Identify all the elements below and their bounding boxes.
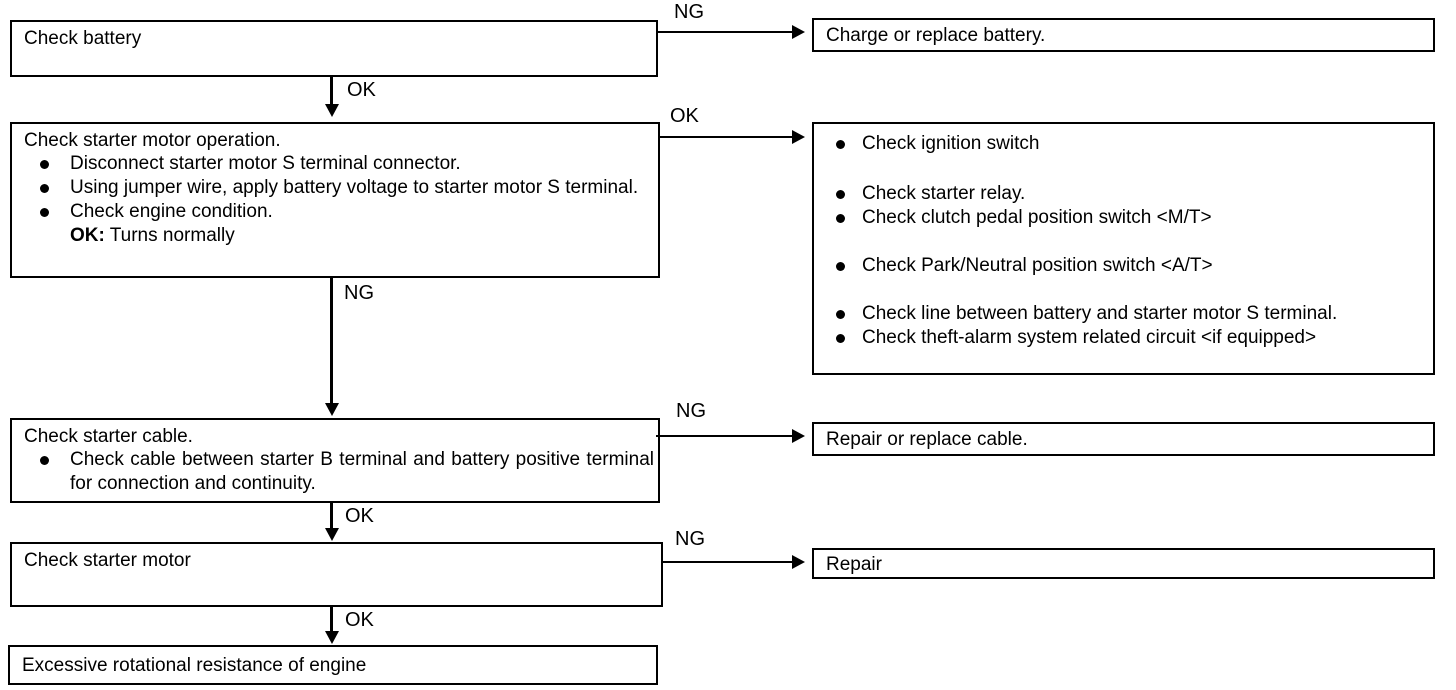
connector-label-ng: NG [676,400,706,422]
arrowhead-down-icon [325,631,339,644]
step-bullet-list: Disconnect starter motor S terminal conn… [12,152,658,224]
check-list-item: Check starter relay. [814,182,1433,206]
action-repair: Repair [812,548,1435,579]
arrowhead-right-icon [792,555,805,569]
step-check-battery: Check battery [10,20,658,77]
check-list-text: Check clutch pedal position switch <M/T> [862,207,1212,228]
bullet-text: Using jumper wire, apply battery voltage… [70,177,639,198]
step-check-starter-cable: Check starter cable. Check cable between… [10,418,660,503]
action-title: Repair or replace cable. [826,429,1028,450]
ok-result-line: OK: Turns normally [12,224,658,248]
action-title: Repair [826,554,882,575]
connector-battery-ok-line [330,77,333,106]
connector-battery-ng-line [656,31,793,33]
bullet-icon [836,214,845,223]
connector-cable-ng-line [656,435,793,437]
result-excessive-rotational-resistance: Excessive rotational resistance of engin… [8,645,658,685]
step-check-starter-motor: Check starter motor [10,542,663,607]
bullet-icon [836,262,845,271]
step-title: Check starter cable. [24,426,193,447]
bullet-text: Disconnect starter motor S terminal conn… [70,153,461,174]
check-list-item: Check Park/Neutral position switch <A/T> [814,254,1433,278]
step-bullet-list: Check cable between starter B terminal a… [12,448,658,496]
check-list-item: Check theft-alarm system related circuit… [814,326,1433,350]
bullet-icon [836,140,845,149]
arrowhead-right-icon [792,429,805,443]
action-repair-or-replace-cable: Repair or replace cable. [812,422,1435,456]
step-check-starter-motor-operation: Check starter motor operation. Disconnec… [10,122,660,278]
connector-label-ok: OK [670,105,699,127]
bullet-icon [40,456,49,465]
action-charge-or-replace-battery: Charge or replace battery. [812,18,1435,52]
connector-operation-ok-line [658,136,793,138]
ok-result-text: Turns normally [109,225,235,246]
connector-motor-ng-line [661,561,793,563]
bullet-text: Check cable between starter B terminal a… [70,449,654,494]
arrowhead-right-icon [792,25,805,39]
bullet-icon [836,310,845,319]
connector-operation-ng-line [330,278,333,404]
connector-label-ok: OK [345,505,374,527]
connector-label-ok: OK [347,79,376,101]
bullet-icon [40,208,49,217]
check-list-text: Check line between battery and starter m… [862,303,1338,324]
action-ok-branch-checks: Check ignition switch Check starter rela… [812,122,1435,375]
check-list-text: Check starter relay. [862,183,1026,204]
step-title: Check starter motor operation. [24,130,281,151]
check-list-item: Check ignition switch [814,132,1433,156]
connector-label-ng: NG [344,282,374,304]
bullet-text: Check engine condition. [70,201,273,222]
bullet-icon [836,190,845,199]
arrowhead-down-icon [325,403,339,416]
connector-label-ng: NG [675,528,705,550]
bullet-item: Using jumper wire, apply battery voltage… [12,176,658,200]
bullet-icon [40,160,49,169]
check-list-item: Check line between battery and starter m… [814,302,1433,326]
action-title: Charge or replace battery. [826,25,1046,46]
arrowhead-down-icon [325,528,339,541]
bullet-item: Check engine condition. [12,200,658,224]
check-list-text: Check theft-alarm system related circuit… [862,327,1317,348]
arrowhead-down-icon [325,104,339,117]
check-list-text: Check ignition switch [862,133,1040,154]
bullet-icon [836,334,845,343]
arrowhead-right-icon [792,130,805,144]
step-title: Check battery [24,28,142,49]
check-list-item: Check clutch pedal position switch <M/T> [814,206,1433,230]
connector-label-ok: OK [345,609,374,631]
bullet-item: Disconnect starter motor S terminal conn… [12,152,658,176]
connector-motor-ok-line [330,607,333,632]
result-title: Excessive rotational resistance of engin… [22,655,367,676]
connector-label-ng: NG [674,1,704,23]
connector-cable-ok-line [330,503,333,529]
bullet-icon [40,184,49,193]
bullet-item: Check cable between starter B terminal a… [12,448,658,496]
step-title: Check starter motor [24,550,191,571]
ok-result-label: OK: [70,225,105,246]
check-list-text: Check Park/Neutral position switch <A/T> [862,255,1213,276]
